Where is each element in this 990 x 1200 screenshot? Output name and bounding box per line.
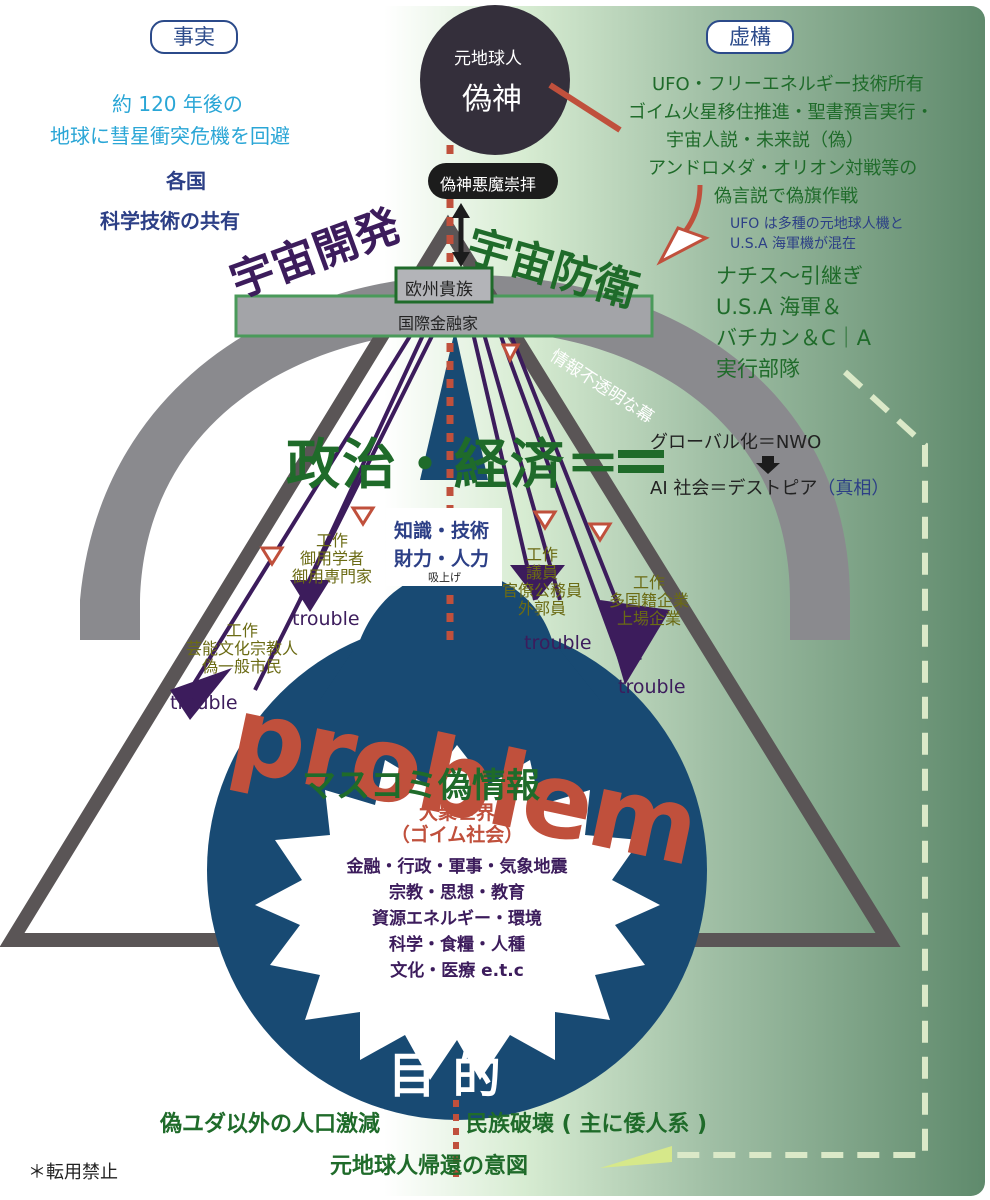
group-scholars-line1: 御用学者: [299, 549, 364, 568]
nazi-text-1: ナチス〜引継ぎ: [716, 264, 863, 288]
manipulation-lines: [188, 318, 642, 692]
central-beam: [420, 330, 488, 480]
masses-line1: 大衆世界: [418, 802, 495, 824]
group-celebrities-line1: 芸能文化宗教人: [185, 639, 298, 658]
orange-curve-arrowhead: [656, 226, 710, 266]
knowledge-box: [386, 508, 502, 586]
fields-list: 金融・行政・軍事・気象地震 宗教・思想・教育 資源エネルギー・環境 科学・食糧・…: [0, 854, 914, 984]
group-celebrities: 工作 芸能文化宗教人 偽一般市民: [172, 622, 312, 676]
group-corporations-line2: 上場企業: [616, 609, 681, 628]
return-arrowhead: [600, 1146, 672, 1168]
group-corporations: 工作 多国籍企業 上場企業: [594, 574, 704, 628]
equals-top: [618, 450, 664, 458]
fiction-label: 虚構: [706, 20, 794, 54]
nazi-text-2: U.S.A 海軍＆: [716, 295, 843, 319]
left-text-4: 科学技術の共有: [100, 209, 240, 233]
field-item-4: 科学・食糧・人種: [389, 935, 525, 955]
ai-society-text: AI 社会＝デストピア（真相）: [650, 474, 889, 500]
field-item-3: 資源エネルギー・環境: [372, 909, 542, 929]
right-text-3: 宇宙人説・未来説（偽）: [666, 130, 864, 151]
group-officials-title: 工作: [525, 545, 558, 564]
right-text-2: ゴイム火星移住推進・聖書預言実行・: [628, 102, 934, 123]
left-text-3: 各国: [166, 169, 206, 193]
right-text-5: 偽言説で偽旗作戦: [714, 186, 858, 207]
circle-big-text: 偽神: [462, 82, 522, 117]
goal-ethnic-text: 民族破壊 ( 主に倭人系 ): [466, 1112, 708, 1137]
worship-text: 偽神悪魔崇拝: [440, 175, 537, 194]
trouble-officials: trouble: [524, 632, 592, 654]
global-nwo-text: グローバル化＝NWO: [650, 432, 822, 453]
knowledge-text: 知識・技術: [394, 520, 490, 542]
left-text-2: 地球に彗星衝突危機を回避: [50, 124, 290, 148]
group-officials-line1: 議員: [525, 563, 558, 582]
nazi-text-4: 実行部隊: [716, 357, 800, 381]
right-text-4: アンドロメダ・オリオン対戦等の: [648, 158, 918, 179]
group-officials: 工作 議員 官僚公務員 外郭員: [492, 546, 592, 618]
group-officials-line2: 官僚公務員: [501, 581, 582, 600]
left-text-1: 約 120 年後の: [112, 92, 243, 116]
white-starburst: [255, 745, 660, 1080]
fact-label: 事実: [150, 20, 238, 54]
equals-bottom: [618, 465, 664, 473]
worship-pill: [428, 163, 558, 199]
group-corporations-line1: 多国籍企業: [608, 591, 689, 610]
gray-arch: [80, 275, 850, 640]
double-arrow-up: [452, 203, 470, 218]
field-item-5: 文化・医療 e.t.c: [390, 961, 524, 981]
masses-line2: （ゴイム社会）: [390, 824, 524, 846]
european-text: 欧州貴族: [405, 280, 473, 300]
trouble-celebrities: trouble: [170, 692, 238, 714]
circle-small-text: 元地球人: [454, 49, 522, 69]
copyright-notice: ＊転用禁止: [28, 1162, 118, 1183]
group-celebrities-line2: 偽一般市民: [201, 657, 282, 676]
group-corporations-title: 工作: [632, 573, 665, 592]
group-celebrities-title: 工作: [225, 621, 258, 640]
goal-return-text: 元地球人帰還の意図: [330, 1154, 529, 1179]
politics-economy-text: 政治・経済＝: [286, 433, 622, 496]
group-scholars-title: 工作: [315, 531, 348, 550]
globe-top-bump: [320, 570, 600, 700]
european-box: [394, 266, 494, 304]
right-text-1: UFO・フリーエネルギー技術所有: [652, 74, 924, 95]
nazi-text-3: バチカン＆C｜A: [716, 326, 872, 350]
trouble-corporations: trouble: [618, 676, 686, 698]
manipulation-arrowheads: [170, 565, 670, 720]
ai-dystopia: AI 社会＝デストピア: [650, 478, 818, 499]
return-dashed-path: [670, 369, 928, 1158]
media-text: マスコミ偽情報: [302, 766, 540, 806]
money-text: 財力・人力: [394, 548, 490, 570]
financier-text: 国際金融家: [398, 314, 479, 333]
field-item-1: 金融・行政・軍事・気象地震: [346, 857, 568, 877]
ufo-text-2: U.S.A 海軍機が混在: [730, 236, 857, 252]
false-god-circle: [420, 5, 570, 155]
ufo-text-1: UFO は多種の元地球人機と: [730, 216, 904, 232]
group-scholars-line2: 御用専門家: [291, 567, 372, 586]
group-scholars: 工作 御用学者 御用専門家: [280, 532, 384, 586]
goal-population-text: 偽ユダ以外の人口激減: [160, 1112, 381, 1137]
purpose-text: 目 的: [388, 1048, 501, 1104]
false-god-line: [548, 82, 622, 133]
trouble-scholars: trouble: [292, 608, 360, 630]
nwo-down-arrow: [756, 456, 780, 474]
truth-label: （真相）: [817, 478, 890, 499]
suck-up-text: 吸上げ: [428, 571, 461, 584]
double-arrow-down: [452, 252, 470, 267]
masses-title: 大衆世界 （ゴイム社会）: [0, 802, 914, 846]
group-officials-line3: 外郭員: [517, 599, 566, 618]
field-item-2: 宗教・思想・教育: [389, 883, 525, 903]
